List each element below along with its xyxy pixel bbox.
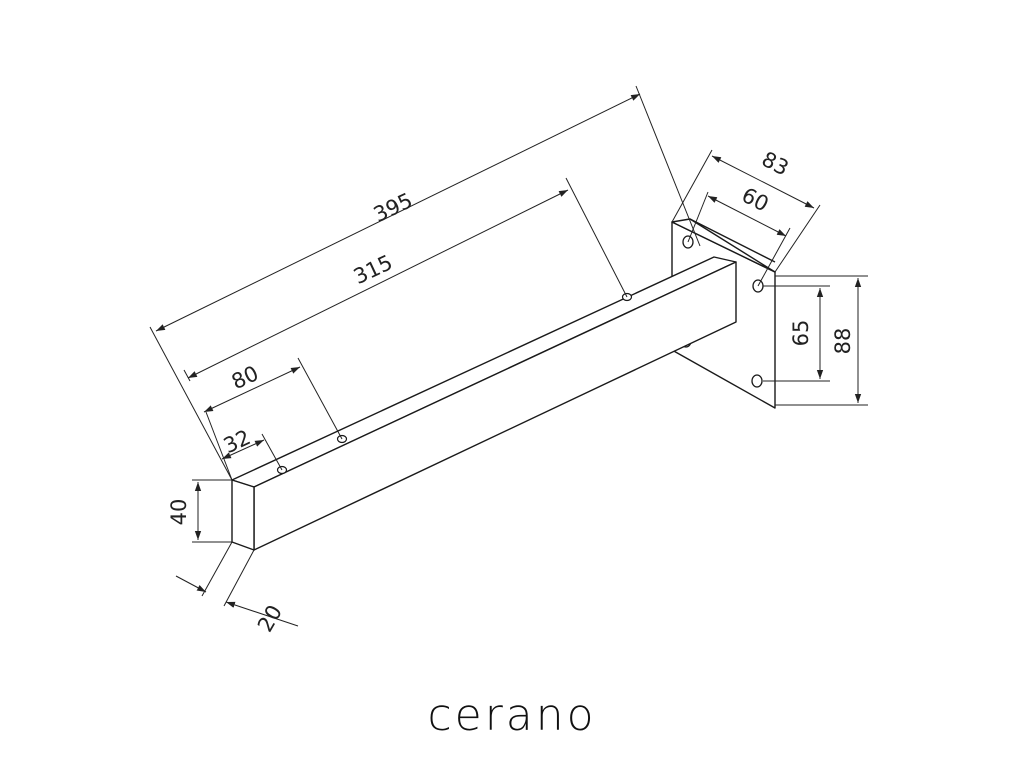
brand-logo: cerano bbox=[427, 690, 597, 741]
dimension-label-83: 83 bbox=[758, 147, 793, 181]
dimension-label-395: 395 bbox=[370, 188, 416, 227]
dimension-label-20: 20 bbox=[253, 601, 287, 636]
dimension-20 bbox=[175, 541, 299, 627]
dimension-60 bbox=[687, 191, 791, 287]
plate-hole-bottom-right bbox=[751, 374, 763, 388]
dimension-32 bbox=[205, 411, 283, 481]
dimension-88 bbox=[775, 275, 868, 406]
dimension-label-32: 32 bbox=[220, 425, 254, 458]
dimension-label-80: 80 bbox=[228, 361, 262, 394]
dimension-label-60: 60 bbox=[738, 183, 773, 217]
dimension-40 bbox=[192, 479, 232, 543]
bracket-arm bbox=[231, 256, 737, 551]
dimension-label-65: 65 bbox=[789, 320, 813, 347]
dimension-label-88: 88 bbox=[831, 328, 855, 355]
dimension-80 bbox=[203, 357, 343, 440]
dimension-315 bbox=[183, 177, 628, 382]
dimension-65 bbox=[763, 285, 830, 382]
dimension-label-40: 40 bbox=[167, 499, 191, 526]
dimension-83 bbox=[671, 149, 821, 273]
dimension-label-315: 315 bbox=[350, 250, 396, 289]
